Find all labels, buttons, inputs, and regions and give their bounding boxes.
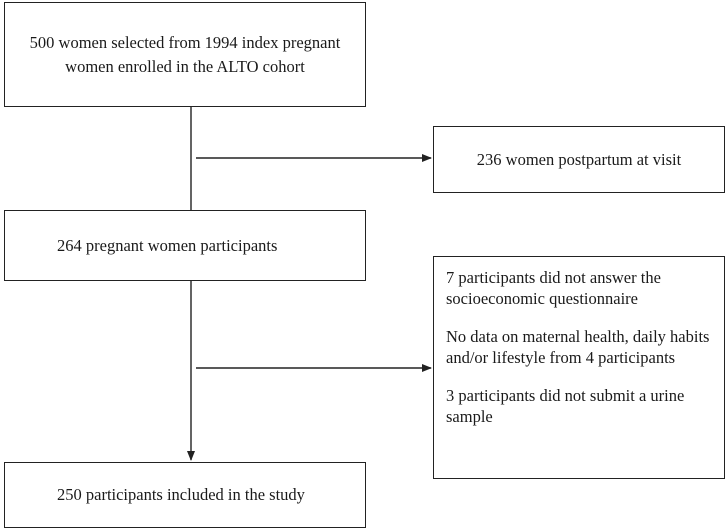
- box-included-participants-text: 250 participants included in the study: [57, 485, 305, 504]
- exclusion-item: 3 participants did not submit a urine sa…: [446, 386, 685, 426]
- box-selected-women-text: 500 women selected from 1994 index pregn…: [29, 32, 341, 76]
- exclusion-item: 7 participants did not answer the socioe…: [446, 268, 661, 308]
- box-pregnant-participants: 264 pregnant women participants: [4, 210, 366, 281]
- box-postpartum-women: 236 women postpartum at visit: [433, 126, 725, 193]
- box-selected-women: 500 women selected from 1994 index pregn…: [4, 2, 366, 107]
- box-pregnant-participants-text: 264 pregnant women participants: [57, 235, 278, 255]
- box-postpartum-women-text: 236 women postpartum at visit: [476, 149, 682, 169]
- box-included-participants: 250 participants included in the study: [4, 462, 366, 528]
- exclusion-item: No data on maternal health, daily habits…: [446, 327, 710, 367]
- box-exclusions: 7 participants did not answer the socioe…: [433, 256, 725, 479]
